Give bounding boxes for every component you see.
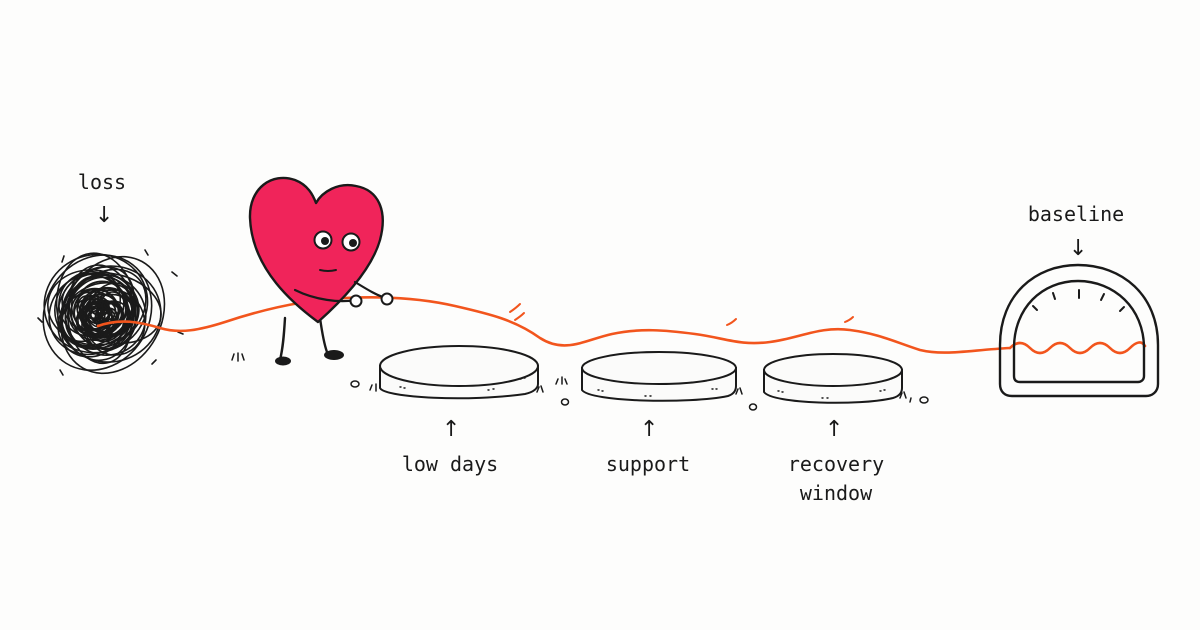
arrow-up-recovery-icon: ↑: [825, 417, 844, 442]
label-recovery-line2: window: [799, 481, 873, 505]
arrow-up-support-icon: ↑: [640, 417, 659, 442]
arrow-down-baseline-icon: ↓: [1069, 236, 1088, 261]
motion-dashes: [509, 303, 854, 326]
scribble-loop: [47, 269, 140, 346]
scribble-core-loop: [70, 287, 120, 338]
scribble-core-loop: [88, 300, 111, 323]
label-baseline: baseline: [1027, 202, 1125, 226]
label-low-days: low days: [401, 452, 499, 476]
stepping-stone-recovery-window: [763, 353, 903, 404]
label-support: support: [605, 452, 691, 476]
arrow-down-loss-icon: ↓: [95, 203, 114, 228]
tangle-sparkles: [37, 249, 184, 376]
scribble-loop: [57, 265, 162, 363]
thread-line: [96, 295, 1012, 354]
scribble-core-loop: [84, 305, 110, 331]
scribble-loop: [60, 255, 166, 375]
grass-tufts: [231, 352, 912, 403]
label-recovery-line1: recovery: [787, 452, 885, 476]
scribble-loop: [55, 252, 137, 362]
scribble-ball-icon: [42, 252, 166, 375]
heart-character-icon: [248, 176, 394, 366]
pebbles: [350, 380, 929, 411]
arrow-up-low-days-icon: ↑: [442, 417, 461, 442]
scribble-core-loop: [81, 286, 134, 339]
gauge-icon: [998, 263, 1160, 398]
stepping-stone-low-days: [379, 345, 539, 400]
gauge-wave: [1008, 341, 1147, 355]
label-loss: loss: [77, 170, 127, 194]
label-recovery-window: recovery window: [776, 450, 896, 508]
stepping-stone-support: [581, 351, 737, 402]
